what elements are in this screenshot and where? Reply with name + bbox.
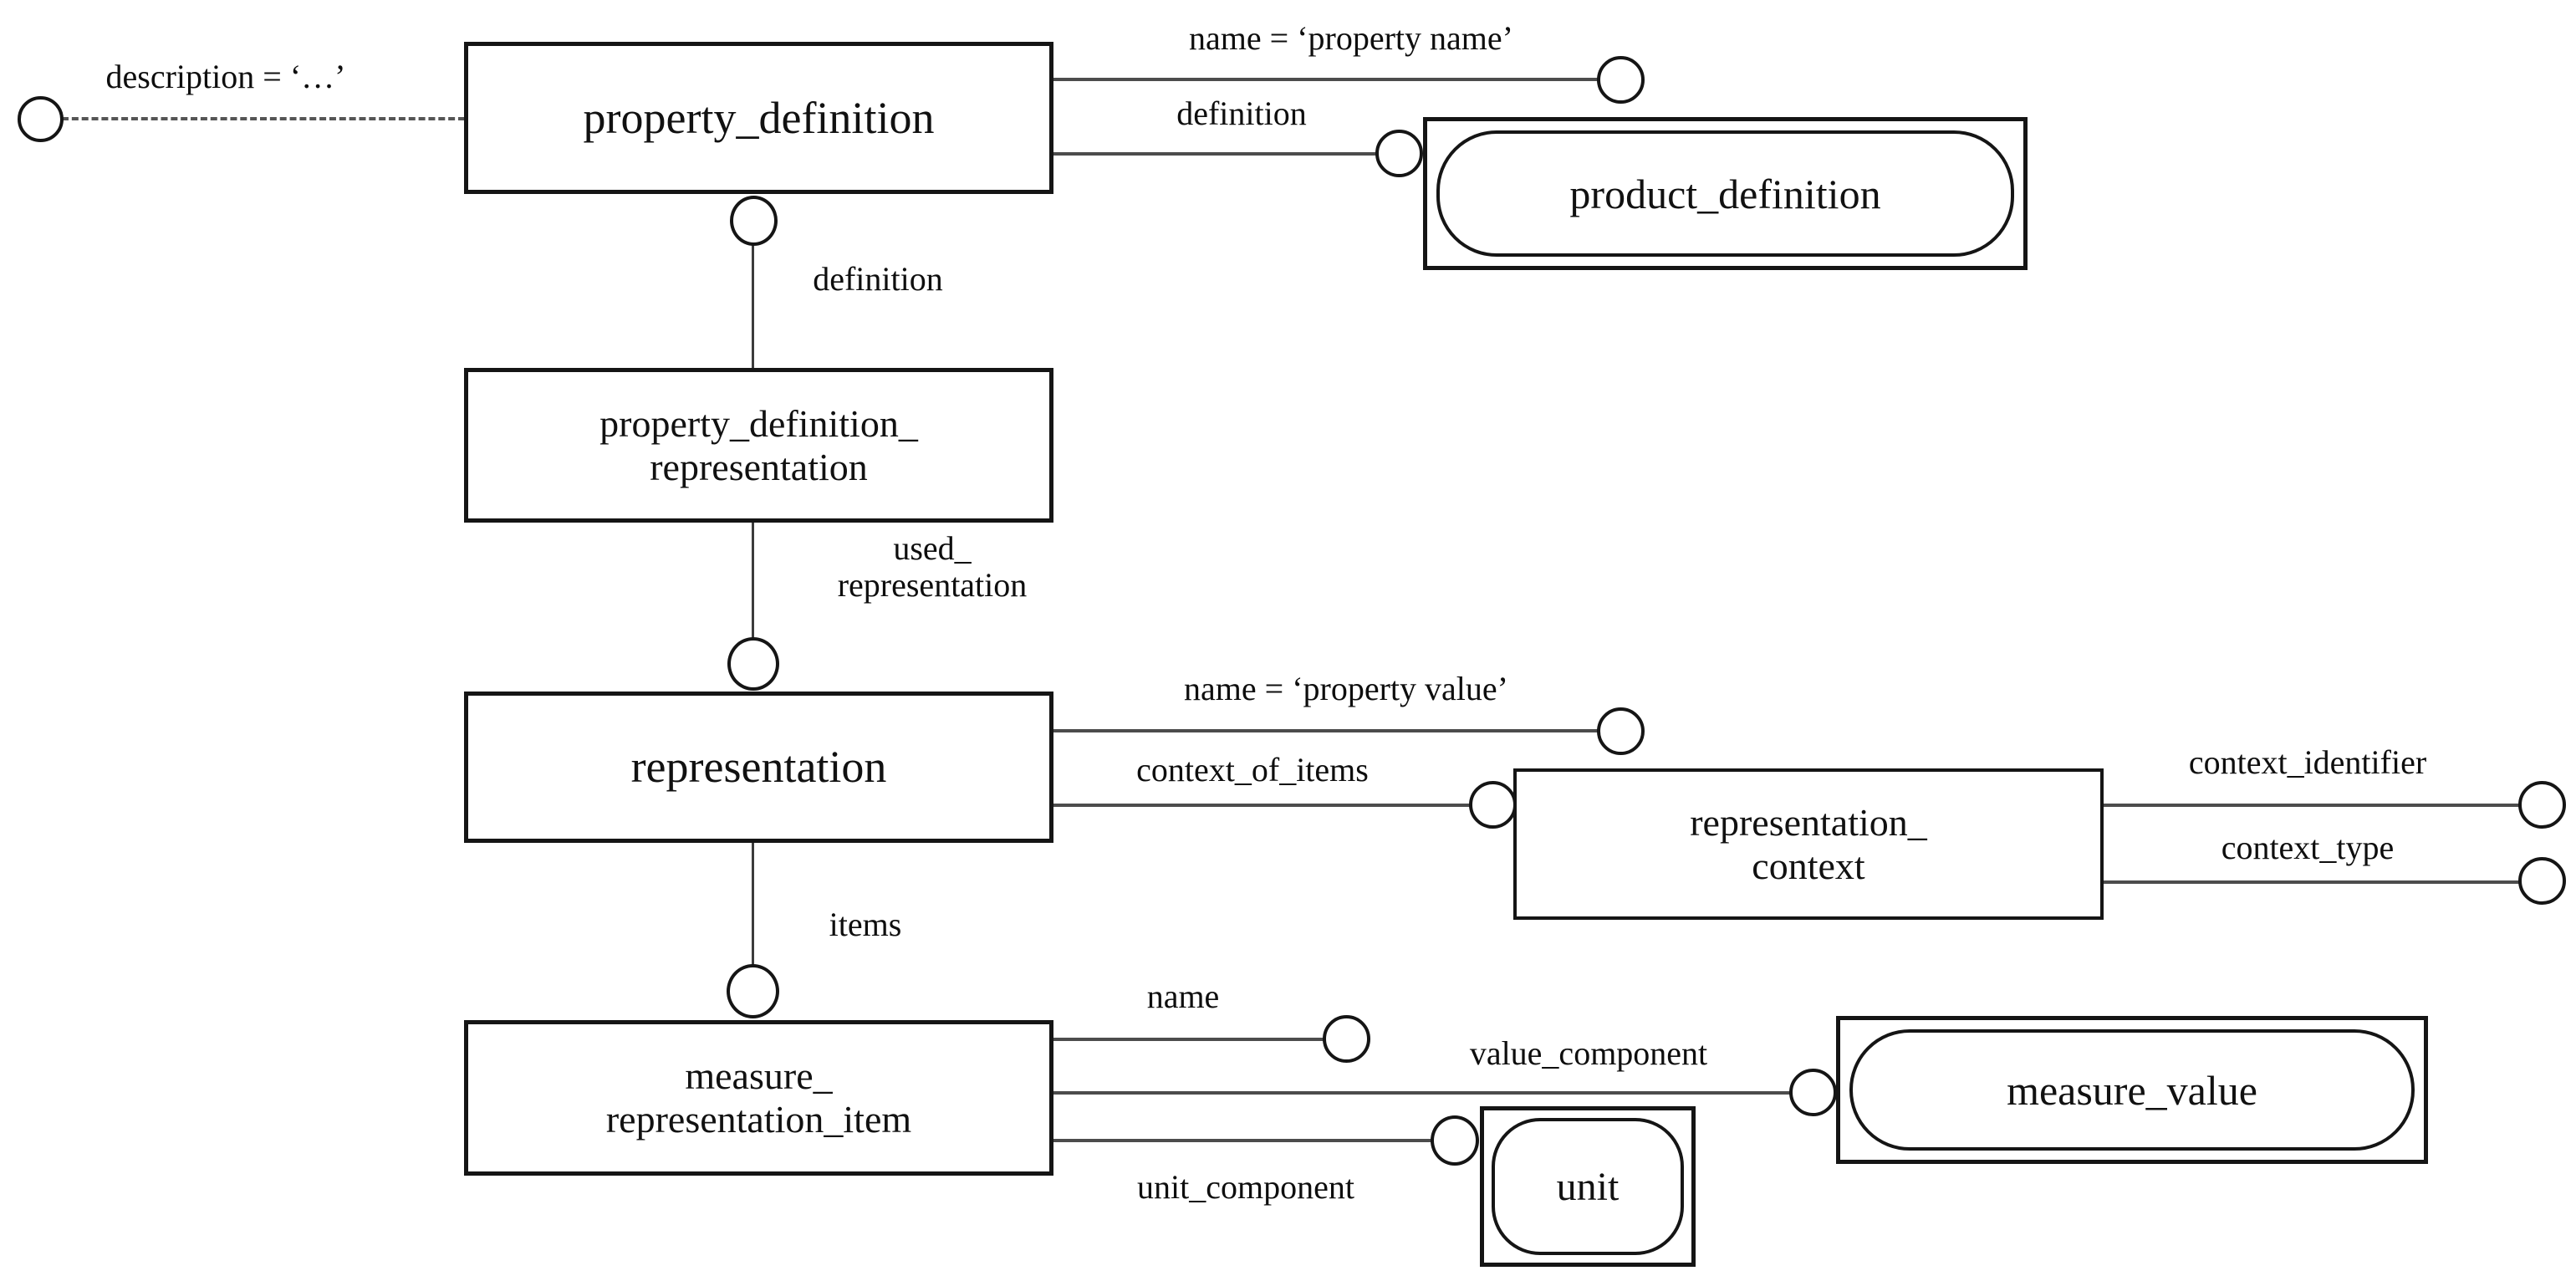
label-name-attr: name [1146,977,1220,1015]
edge-name-property-name-line [1052,78,1600,81]
edge-definition-to-product-line [1052,152,1378,156]
connector-circle-items [727,964,779,1018]
node-property-definition-representation: property_definition_ representation [464,368,1053,523]
connector-circle-context-type [2518,857,2566,905]
node-representation: representation [464,692,1053,843]
connector-circle-context-identifier [2518,781,2566,829]
label-definition-to-product: definition [1176,94,1307,132]
edge-context-identifier-line [2104,804,2520,807]
node-representation-context: representation_ context [1513,768,2104,920]
node-product-definition-outer: product_definition [1423,117,2028,270]
edge-description-dashed-line [62,117,465,120]
label-value-component: value_component [1469,1034,1708,1072]
label-context-identifier: context_identifier [2188,743,2427,781]
label-name-property-name: name = ‘property name’ [1189,19,1513,57]
node-measure-value-outer: measure_value [1836,1016,2428,1164]
node-unit-outer: unit [1480,1106,1696,1267]
edge-context-of-items-line [1053,804,1472,807]
connector-circle-unit-component [1431,1115,1479,1166]
label-context-type: context_type [2221,829,2395,866]
label-definition-to-pdr: definition [813,260,943,298]
edge-unit-component-line [1053,1139,1433,1142]
node-measure-representation-item: measure_ representation_item [464,1020,1053,1176]
label-unit-component: unit_component [1137,1168,1354,1206]
label-name-property-value: name = ‘property value’ [1184,670,1508,707]
connector-circle-value-component [1789,1069,1837,1116]
connector-circle-name-attr [1323,1015,1370,1063]
connector-circle-name-property-name [1597,56,1645,104]
label-used-representation: used_ representation [837,529,1028,604]
edge-context-type-line [2104,880,2520,884]
connector-circle-name-property-value [1597,707,1645,755]
edge-used-representation-line [752,522,754,639]
node-unit: unit [1492,1118,1684,1255]
label-items: items [829,906,902,943]
node-product-definition: product_definition [1436,130,2014,257]
edge-name-attr-line [1053,1038,1324,1041]
node-property-definition: property_definition [464,42,1053,194]
connector-circle-definition-to-product [1375,130,1423,177]
edge-definition-to-pdr-line [752,242,754,370]
connector-circle-context-of-items [1469,781,1517,829]
label-context-of-items: context_of_items [1136,751,1369,789]
connector-circle-description [18,96,64,142]
edge-items-line [752,841,754,967]
edge-value-component-line [1053,1091,1791,1095]
connector-circle-used-representation [727,637,779,691]
edge-name-property-value-line [1053,729,1599,732]
node-measure-value: measure_value [1849,1029,2415,1151]
label-description: description = ‘…’ [105,58,346,95]
connector-circle-definition-to-pdr [730,196,778,246]
